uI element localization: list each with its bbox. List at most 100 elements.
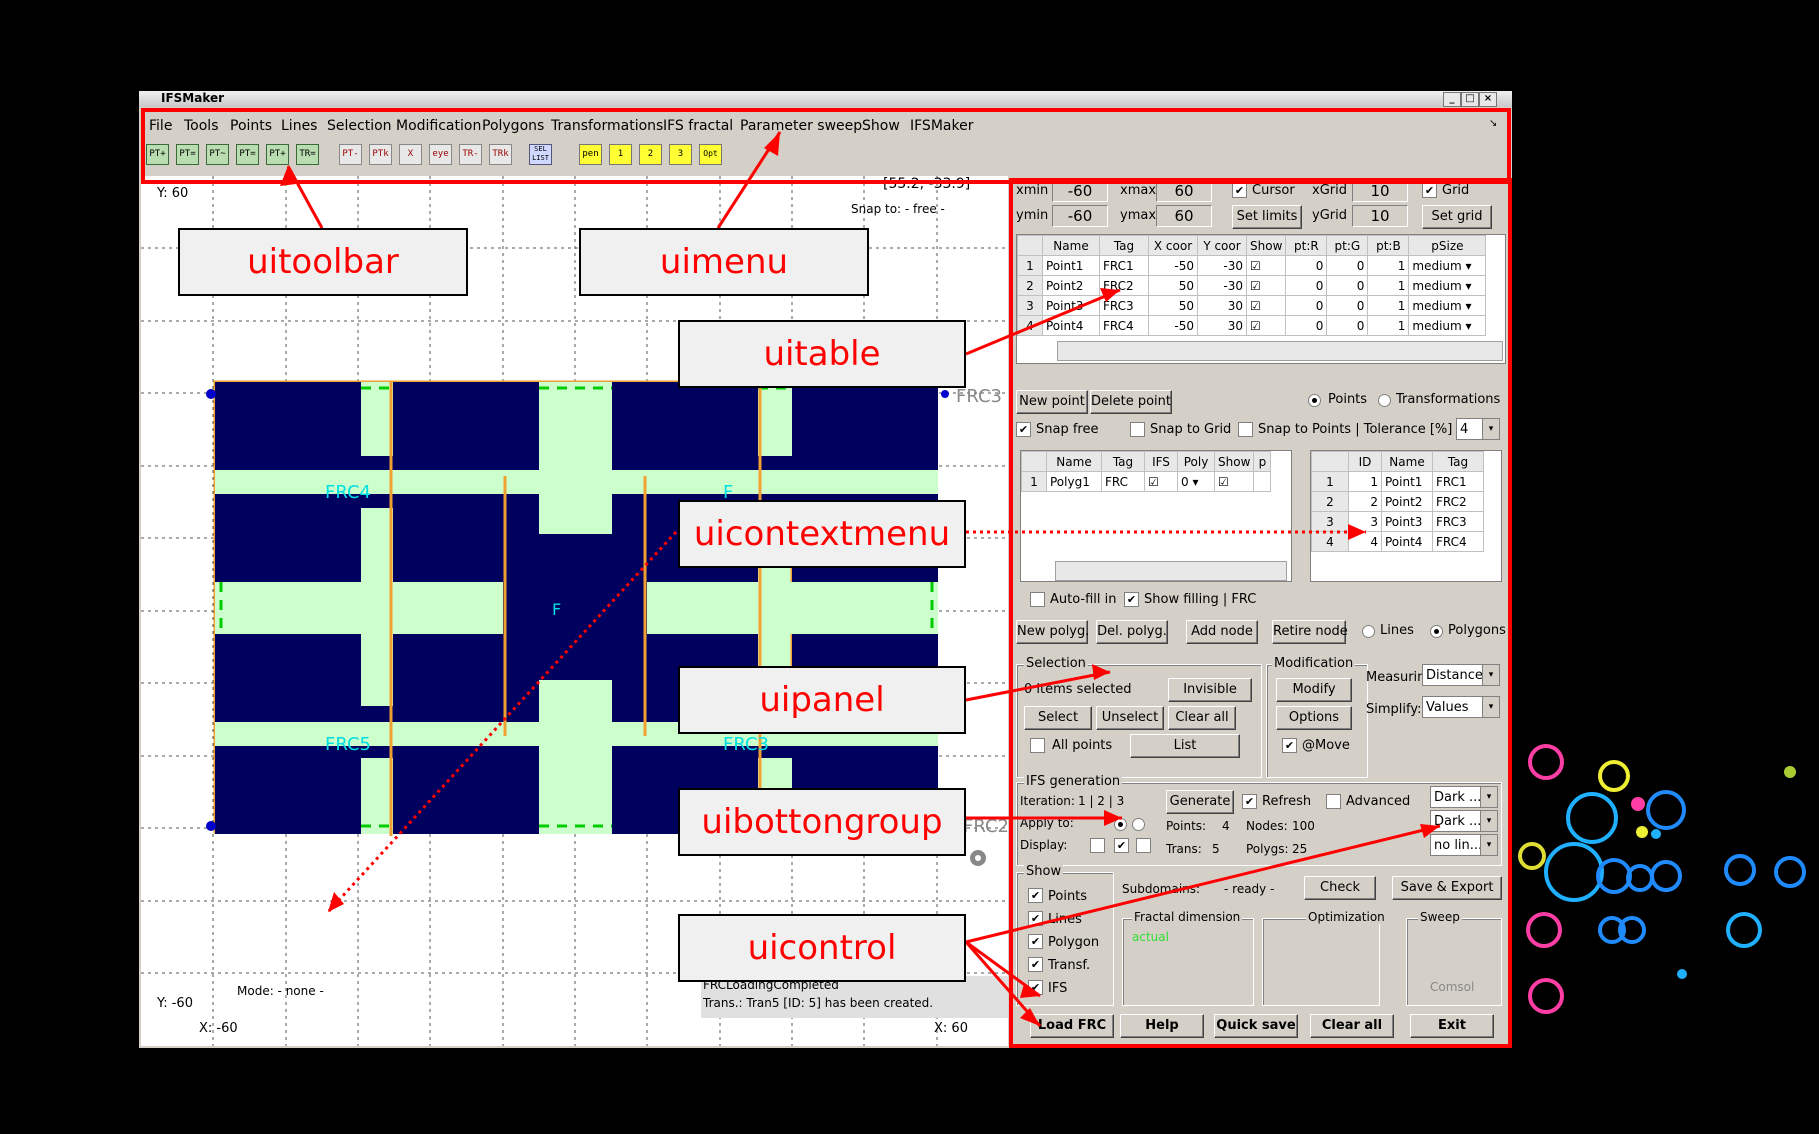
help-button[interactable]: Help — [1120, 1014, 1204, 1038]
polygon-table-scrollbar[interactable] — [1055, 561, 1287, 581]
cell-show-checkbox[interactable]: ☑ — [1245, 275, 1287, 296]
table-row[interactable]: 3 Point3 FRC3 50 30 ☑ 0 0 1 medium ▾ — [1017, 295, 1487, 316]
tool-point-list-icon[interactable]: PT= — [176, 144, 199, 165]
chevron-down-icon[interactable]: ▾ — [1480, 835, 1497, 855]
unselect-button[interactable]: Unselect — [1096, 706, 1164, 730]
retire-node-button[interactable]: Retire node — [1272, 620, 1348, 644]
ifs-style-select-3[interactable]: no lin...▾ — [1430, 834, 1498, 856]
comsol-label[interactable]: Comsol — [1430, 980, 1475, 994]
cell-name[interactable]: Point3 — [1381, 511, 1433, 532]
options-button[interactable]: Options — [1276, 706, 1352, 730]
tool-opt-icon[interactable]: Opt — [699, 144, 722, 165]
cell-b[interactable]: 1 — [1367, 315, 1410, 336]
generate-button[interactable]: Generate — [1166, 790, 1234, 814]
ymin-field[interactable]: -60 — [1052, 205, 1108, 227]
tool-trans-k-icon[interactable]: TRk — [489, 144, 512, 165]
tool-trans-list-icon[interactable]: TR= — [296, 144, 319, 165]
show-transf-checkbox[interactable]: ✔ — [1028, 957, 1043, 972]
clear-all-button[interactable]: Clear all — [1310, 1014, 1394, 1038]
plot-canvas[interactable]: Y: 60 Y: -60 X: -60 X: 60 [55.2, -33.9] … — [141, 176, 1008, 1046]
cell-show-checkbox[interactable]: ☑ — [1245, 315, 1287, 336]
modify-button[interactable]: Modify — [1276, 678, 1352, 702]
cell-name[interactable]: Point2 — [1381, 491, 1433, 512]
points-table[interactable]: Name Tag X coor Y coor Show pt:R pt:G pt… — [1016, 234, 1506, 364]
set-grid-button[interactable]: Set grid — [1422, 205, 1492, 229]
show-points-checkbox[interactable]: ✔ — [1028, 888, 1043, 903]
tool-select-list-icon[interactable]: SEL LIST — [529, 144, 552, 165]
ygrid-field[interactable]: 10 — [1352, 205, 1408, 227]
save-export-button[interactable]: Save & Export — [1392, 876, 1502, 900]
ifs-style-select-1[interactable]: Dark ...▾ — [1430, 786, 1498, 808]
show-filling-checkbox[interactable]: ✔ — [1124, 592, 1139, 607]
table-row[interactable]: 1 Point1 FRC1 -50 -30 ☑ 0 0 1 medium ▾ — [1017, 255, 1487, 276]
at-move-checkbox[interactable]: ✔ — [1282, 738, 1297, 753]
chevron-down-icon[interactable]: ▾ — [1480, 787, 1497, 807]
menu-lines[interactable]: Lines — [281, 118, 318, 134]
menu-modification[interactable]: Modification — [396, 118, 482, 134]
cell-name[interactable]: Polyg1 — [1046, 471, 1102, 492]
ymax-field[interactable]: 60 — [1156, 205, 1212, 227]
set-limits-button[interactable]: Set limits — [1232, 205, 1302, 229]
menu-overflow-icon[interactable]: ↘ — [1489, 118, 1498, 129]
tolerance-select[interactable]: 4▾ — [1456, 418, 1500, 440]
tool-point-edit-icon[interactable]: PT= — [236, 144, 259, 165]
chevron-down-icon[interactable]: ▾ — [1465, 298, 1472, 313]
cell-size[interactable]: medium ▾ — [1408, 275, 1487, 296]
ifs-style-select-2[interactable]: Dark ...▾ — [1430, 810, 1498, 832]
xgrid-field[interactable]: 10 — [1352, 180, 1408, 202]
chevron-down-icon[interactable]: ▾ — [1480, 811, 1497, 831]
polygon-table[interactable]: Name Tag IFS Poly Show p 1 Polyg1 FRC ☑ … — [1020, 450, 1292, 582]
points-table-scrollbar[interactable] — [1057, 341, 1503, 361]
delete-point-button[interactable]: Delete point — [1090, 390, 1172, 414]
simplify-select[interactable]: Values▾ — [1422, 696, 1500, 718]
polygons-radio[interactable] — [1430, 625, 1443, 638]
menu-selection[interactable]: Selection — [327, 118, 392, 134]
new-point-button[interactable]: New point — [1016, 390, 1088, 414]
chevron-down-icon[interactable]: ▾ — [1482, 665, 1499, 685]
points-radio[interactable] — [1308, 394, 1321, 407]
cell-tag[interactable]: FRC4 — [1432, 531, 1484, 552]
menu-parameter-sweep[interactable]: Parameter sweep — [740, 118, 863, 134]
tool-line-icon[interactable]: PT~ — [206, 144, 229, 165]
iteration-values[interactable]: 1 | 2 | 3 — [1078, 794, 1125, 808]
autofill-checkbox[interactable] — [1030, 592, 1045, 607]
chevron-down-icon[interactable]: ▾ — [1465, 278, 1472, 293]
list-button[interactable]: List — [1130, 734, 1240, 758]
cell-name[interactable]: Point1 — [1042, 255, 1100, 276]
check-button[interactable]: Check — [1304, 876, 1376, 900]
tool-three-icon[interactable]: 3 — [669, 144, 692, 165]
chevron-down-icon[interactable]: ▾ — [1465, 318, 1472, 333]
menu-polygons[interactable]: Polygons — [482, 118, 545, 134]
display-checkbox-2[interactable]: ✔ — [1114, 838, 1129, 853]
cell-y[interactable]: 30 — [1197, 315, 1247, 336]
invisible-button[interactable]: Invisible — [1168, 678, 1252, 702]
cell-poly[interactable]: 0 ▾ — [1177, 471, 1215, 492]
chevron-down-icon[interactable]: ▾ — [1482, 697, 1499, 717]
menu-tools[interactable]: Tools — [184, 118, 219, 134]
snap-points-checkbox[interactable] — [1238, 422, 1253, 437]
cell-tag[interactable]: FRC4 — [1099, 315, 1149, 336]
chevron-down-icon[interactable]: ▾ — [1482, 419, 1499, 439]
tool-one-icon[interactable]: 1 — [609, 144, 632, 165]
menu-file[interactable]: File — [149, 118, 173, 134]
del-polyg-button[interactable]: Del. polyg. — [1096, 620, 1168, 644]
menu-ifsmaker[interactable]: IFSMaker — [910, 118, 974, 134]
cell-tag[interactable]: FRC3 — [1432, 511, 1484, 532]
snap-grid-checkbox[interactable] — [1130, 422, 1145, 437]
chevron-down-icon[interactable]: ▾ — [1465, 258, 1472, 273]
cell-size[interactable]: medium ▾ — [1408, 295, 1487, 316]
menu-show[interactable]: Show — [862, 118, 900, 134]
transformations-radio[interactable] — [1378, 394, 1391, 407]
tool-point-move-icon[interactable]: PT+ — [266, 144, 289, 165]
cell-tag[interactable]: FRC1 — [1099, 255, 1149, 276]
cell-name[interactable]: Point4 — [1042, 315, 1100, 336]
table-row[interactable]: 2 Point2 FRC2 50 -30 ☑ 0 0 1 medium ▾ — [1017, 275, 1487, 296]
close-icon[interactable]: × — [1479, 92, 1497, 107]
menu-transformations[interactable]: Transformations — [551, 118, 664, 134]
quick-save-button[interactable]: Quick save — [1214, 1014, 1298, 1038]
tool-two-icon[interactable]: 2 — [639, 144, 662, 165]
tool-point-remove-icon[interactable]: PT- — [339, 144, 362, 165]
cell-x[interactable]: -50 — [1148, 315, 1198, 336]
